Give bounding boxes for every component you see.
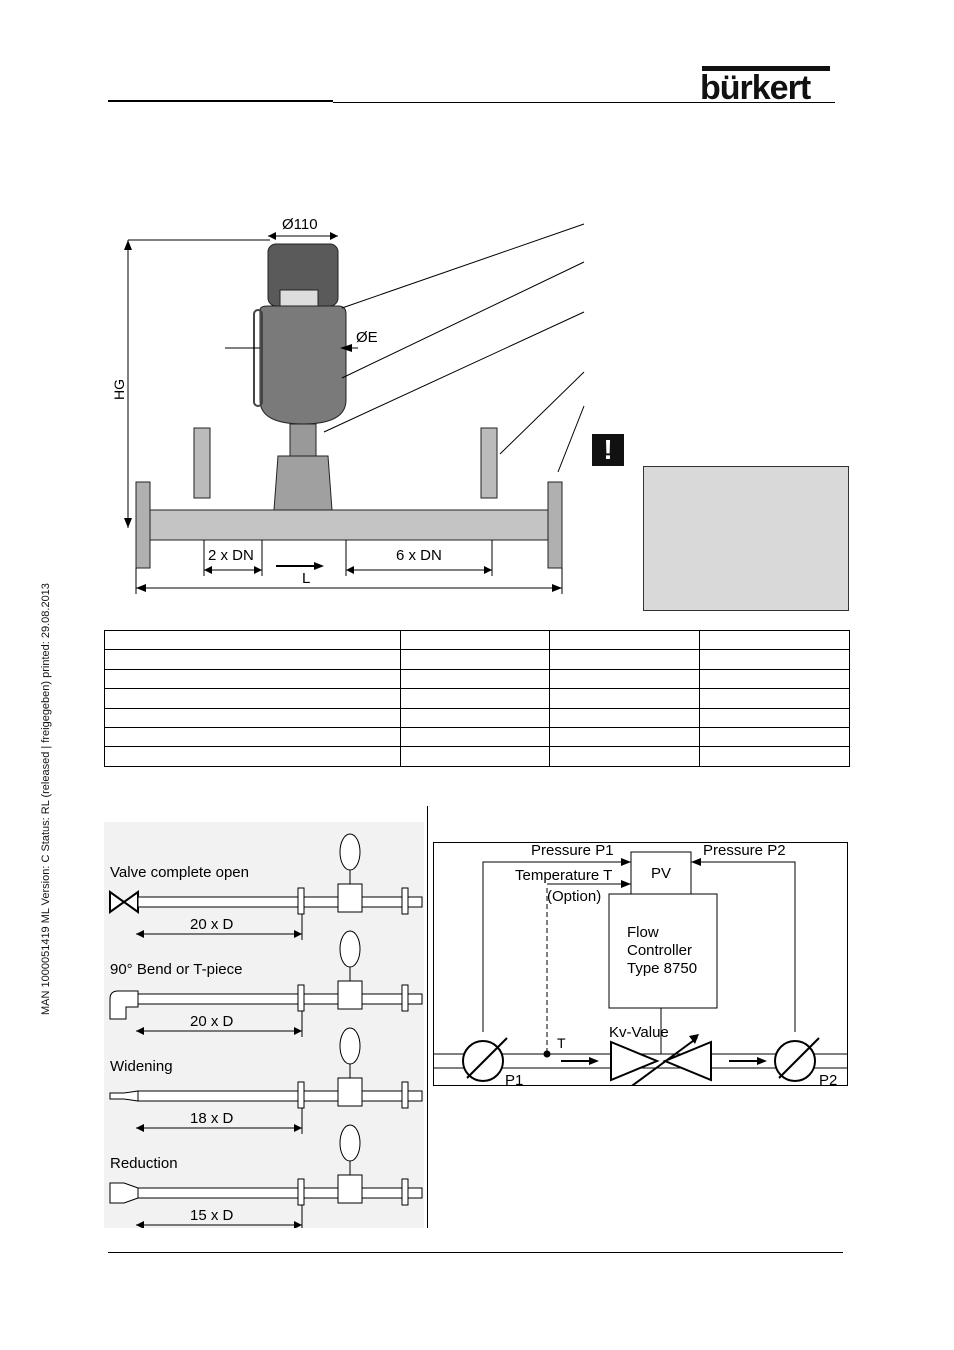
pv-label: PV [651, 865, 671, 882]
pressure-p2-label: Pressure P2 [703, 842, 786, 859]
valve-dimension-drawing: HG Ø110 ØE 2 x DN 6 x DN L [111, 216, 585, 594]
inlet-section-reduction: Reduction 15 x D [109, 1124, 423, 1228]
document-status-text: MAN 1000051419 ML Version: C Status: RL … [40, 583, 52, 1015]
length-label: L [302, 570, 310, 587]
inlet-section-widening: Widening 18 x D [109, 1027, 423, 1134]
header-rule-left [108, 100, 333, 102]
section-label: Widening [110, 1058, 173, 1075]
section-distance: 15 x D [190, 1207, 234, 1224]
section-label: 90° Bend or T-piece [110, 961, 242, 978]
table-row [104, 707, 850, 728]
controller-line3: Type 8750 [627, 960, 697, 977]
flow-controller-diagram: PV Flow Controller Type 8750 Pressure P1… [433, 842, 848, 1086]
inlet-sections-diagram: Valve complete open 20 x D 90° Bend or T… [104, 822, 424, 1228]
table-row [104, 746, 850, 767]
note-box [643, 466, 849, 611]
table-row [104, 629, 850, 651]
warning-icon: ! [592, 434, 624, 466]
p2-label: P2 [819, 1072, 837, 1086]
height-label: HG [111, 379, 127, 400]
header-rule-right [333, 102, 835, 103]
section-label: Reduction [110, 1155, 178, 1172]
kv-value-label: Kv-Value [609, 1024, 669, 1041]
p1-label: P1 [505, 1072, 523, 1086]
section-distance: 18 x D [190, 1110, 234, 1127]
table-row [104, 668, 850, 690]
controller-line1: Flow [627, 924, 659, 941]
table-row [104, 688, 850, 709]
dimension-table [104, 629, 850, 767]
outlet-run-label: 6 x DN [396, 547, 442, 564]
pressure-p1-label: Pressure P1 [531, 842, 614, 859]
temperature-label: Temperature T [515, 867, 612, 884]
controller-line2: Controller [627, 942, 692, 959]
table-row [104, 726, 850, 748]
section-divider [427, 806, 428, 1228]
logo-bar [702, 66, 830, 71]
inlet-run-label: 2 x DN [208, 547, 254, 564]
inlet-section-valve: Valve complete open 20 x D [109, 833, 423, 940]
option-label: (Option) [547, 888, 601, 905]
footer-rule [108, 1252, 843, 1253]
inlet-section-bend: 90° Bend or T-piece 20 x D [109, 930, 423, 1037]
section-label: Valve complete open [110, 864, 249, 881]
brand-logo: bürkert [700, 69, 811, 107]
diameter-e-label: ØE [356, 329, 378, 346]
t-point-label: T [557, 1035, 566, 1051]
section-distance: 20 x D [190, 1013, 234, 1030]
diameter-top-label: Ø110 [282, 216, 318, 233]
table-row [104, 649, 850, 670]
section-distance: 20 x D [190, 916, 234, 933]
